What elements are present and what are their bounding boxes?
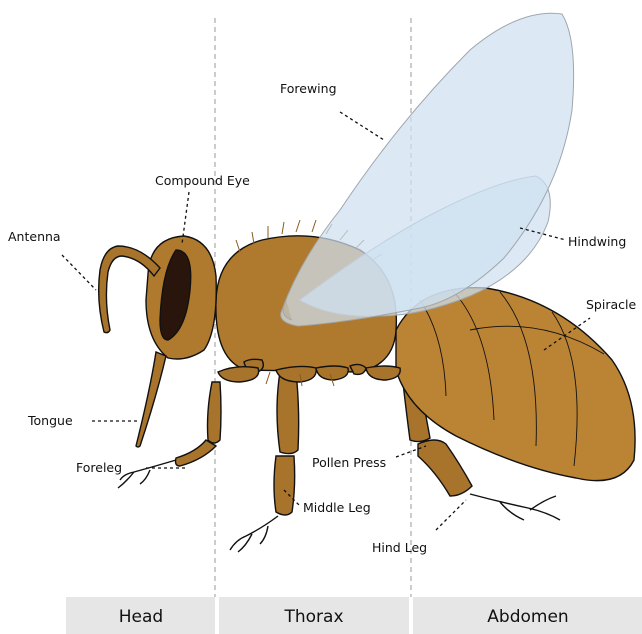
label-hindwing: Hindwing (568, 234, 626, 249)
label-antenna: Antenna (8, 229, 61, 244)
label-foreleg: Foreleg (76, 460, 122, 475)
label-pollen-press: Pollen Press (312, 455, 386, 470)
wings (281, 13, 574, 326)
middle-leg-shape (230, 372, 299, 552)
foreleg-shape (118, 382, 221, 488)
label-spiracle: Spiracle (586, 297, 636, 312)
section-bar: Head Thorax Abdomen (66, 597, 642, 634)
label-compound-eye: Compound Eye (155, 173, 250, 188)
label-middle-leg: Middle Leg (303, 500, 371, 515)
forewing-shape (281, 13, 574, 326)
section-head-label: Head (119, 607, 163, 627)
label-hind-leg: Hind Leg (372, 540, 427, 555)
label-tongue: Tongue (27, 413, 73, 428)
section-thorax-label: Thorax (283, 607, 343, 627)
section-abdomen-label: Abdomen (487, 607, 568, 627)
label-forewing: Forewing (280, 81, 337, 96)
tongue-shape (136, 352, 166, 447)
head-shape (99, 236, 217, 447)
